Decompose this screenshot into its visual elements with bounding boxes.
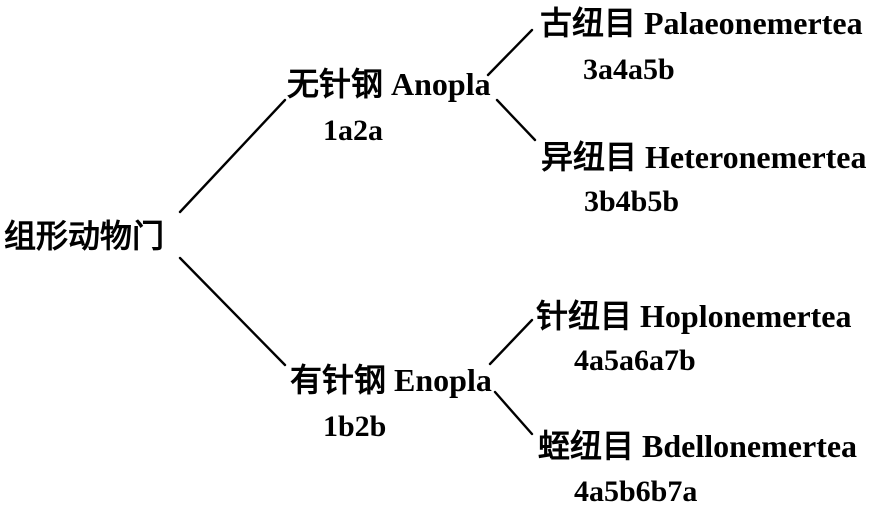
order-palaeonemertea-label: 古纽目 Palaeonemertea bbox=[540, 5, 863, 41]
order-hoplonemertea-code: 4a5a6a7b bbox=[574, 344, 696, 377]
order-heteronemertea-code: 3b4b5b bbox=[584, 185, 680, 218]
edge-root-to-anopla bbox=[178, 98, 287, 214]
class-anopla-label: 无针钢 Anopla bbox=[287, 66, 491, 102]
edge-enopla-to-bdellonemertea bbox=[493, 390, 534, 436]
class-enopla-code: 1b2b bbox=[323, 410, 387, 443]
class-anopla-code: 1a2a bbox=[323, 114, 383, 147]
edge-anopla-to-heteronemertea bbox=[495, 98, 537, 142]
order-palaeonemertea-code: 3a4a5b bbox=[583, 53, 675, 86]
edge-root-to-enopla bbox=[178, 256, 287, 367]
order-heteronemertea-label: 异纽目 Heteronemertea bbox=[541, 139, 867, 175]
class-enopla-label: 有针钢 Enopla bbox=[290, 362, 492, 398]
order-bdellonemertea-label: 蛭纽目 Bdellonemertea bbox=[538, 428, 858, 464]
edge-enopla-to-hoplonemertea bbox=[488, 318, 534, 366]
order-bdellonemertea-code: 4a5b6b7a bbox=[574, 475, 698, 508]
order-hoplonemertea-label: 针纽目 Hoplonemertea bbox=[536, 298, 852, 334]
root-phylum-label: 组形动物门 bbox=[4, 218, 165, 254]
edge-anopla-to-palaeonemertea bbox=[486, 28, 534, 77]
